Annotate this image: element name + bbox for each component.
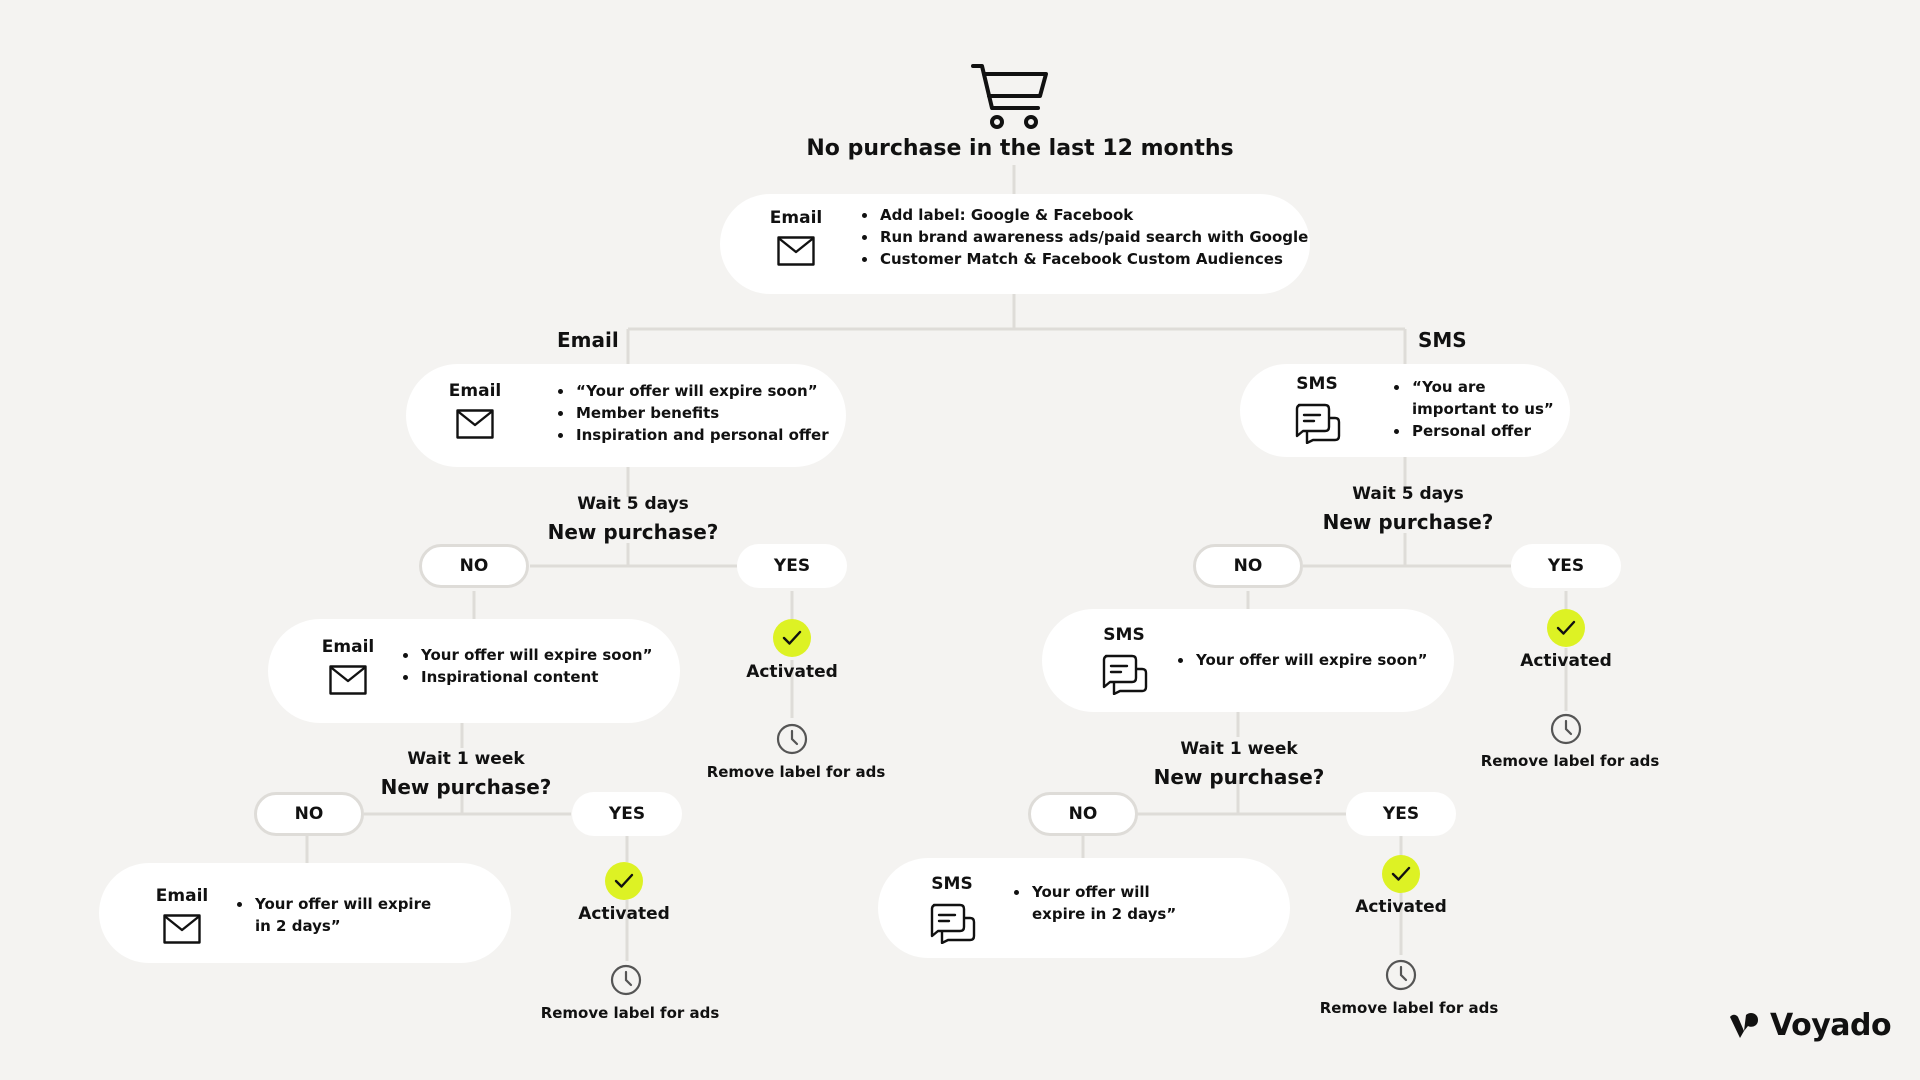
decision-question: Wait 5 days New purchase? — [1278, 484, 1538, 534]
bullet-list: Add label: Google & Facebook Run brand a… — [860, 204, 1308, 270]
clock-icon — [1550, 713, 1582, 745]
activated-label: Activated — [578, 904, 670, 924]
no-pill: NO — [254, 792, 364, 836]
bullet-list: Your offer will expire soon” Inspiration… — [401, 644, 652, 688]
bullet-item: “You are important to us” — [1410, 376, 1570, 420]
email-step2-card: Email Your offer will expire soon” Inspi… — [268, 619, 680, 723]
voyado-logo-icon — [1730, 1012, 1758, 1038]
chat-bubbles-icon — [1102, 654, 1148, 695]
wait-label: Wait 1 week — [1180, 739, 1298, 759]
bullet-item: Personal offer — [1410, 420, 1570, 442]
bullet-item: Run brand awareness ads/paid search with… — [878, 226, 1308, 248]
bullet-list: Your offer will expire in 2 days” — [1012, 881, 1190, 925]
chat-bubbles-icon — [1295, 403, 1341, 444]
channel-label: SMS — [1103, 625, 1145, 645]
check-icon — [1547, 609, 1585, 647]
decision-question: Wait 5 days New purchase? — [503, 494, 763, 544]
bullet-item: Inspiration and personal offer — [574, 424, 829, 446]
envelope-icon — [329, 665, 367, 695]
question-label: New purchase? — [1153, 765, 1325, 789]
check-icon — [773, 619, 811, 657]
brand-name: Voyado — [1770, 1008, 1892, 1043]
activated-label: Activated — [1355, 897, 1447, 917]
sms-step1-card: SMS “You are important to us” Personal o… — [1240, 364, 1570, 457]
check-icon — [1382, 855, 1420, 893]
page-title: No purchase in the last 12 months — [806, 136, 1234, 161]
yes-pill: YES — [1511, 544, 1621, 588]
check-icon — [605, 862, 643, 900]
voyado-logo: Voyado — [1728, 1008, 1892, 1043]
bullet-item: “Your offer will expire soon” — [574, 380, 829, 402]
branch-label-sms: SMS — [1418, 328, 1467, 352]
bullet-list: “You are important to us” Personal offer — [1392, 376, 1570, 442]
email-step3-card: Email Your offer will expire in 2 days” — [99, 863, 511, 963]
channel-label: SMS — [1296, 374, 1338, 394]
bullet-item: Customer Match & Facebook Custom Audienc… — [878, 248, 1308, 270]
channel-label: Email — [321, 637, 375, 657]
yes-pill: YES — [1346, 792, 1456, 836]
remove-label-text: Remove label for ads — [1480, 752, 1660, 770]
channel-label: Email — [769, 208, 823, 228]
bullet-item: Member benefits — [574, 402, 829, 424]
remove-label-text: Remove label for ads — [706, 763, 886, 781]
clock-icon — [610, 964, 642, 996]
envelope-icon — [456, 409, 494, 439]
activated-label: Activated — [746, 662, 838, 682]
wait-label: Wait 5 days — [577, 494, 689, 514]
activated-label: Activated — [1520, 651, 1612, 671]
channel-label: SMS — [931, 874, 973, 894]
question-label: New purchase? — [380, 775, 552, 799]
top-email-card: Email Add label: Google & Facebook Run b… — [720, 194, 1310, 294]
decision-question: Wait 1 week New purchase? — [1109, 739, 1369, 789]
channel-label: Email — [155, 886, 209, 906]
question-label: New purchase? — [1322, 510, 1494, 534]
wait-label: Wait 1 week — [407, 749, 525, 769]
clock-icon — [1385, 959, 1417, 991]
remove-label-text: Remove label for ads — [540, 1004, 720, 1022]
bullet-item: Your offer will expire in 2 days” — [1030, 881, 1190, 925]
decision-question: Wait 1 week New purchase? — [336, 749, 596, 799]
bullet-list: Your offer will expire in 2 days” — [235, 893, 433, 937]
bullet-item: Inspirational content — [419, 666, 652, 688]
yes-pill: YES — [737, 544, 847, 588]
question-label: New purchase? — [547, 520, 719, 544]
no-pill: NO — [1028, 792, 1138, 836]
no-pill: NO — [1193, 544, 1303, 588]
email-step1-card: Email “Your offer will expire soon” Memb… — [406, 364, 846, 467]
branch-label-email: Email — [557, 328, 619, 352]
channel-label: Email — [448, 381, 502, 401]
bullet-item: Your offer will expire in 2 days” — [253, 893, 433, 937]
sms-step3-card: SMS Your offer will expire in 2 days” — [878, 858, 1290, 958]
no-pill: NO — [419, 544, 529, 588]
envelope-icon — [163, 914, 201, 944]
envelope-icon — [777, 236, 815, 266]
chat-bubbles-icon — [930, 903, 976, 944]
bullet-item: Add label: Google & Facebook — [878, 204, 1308, 226]
remove-label-text: Remove label for ads — [1319, 999, 1499, 1017]
bullet-list: Your offer will expire soon” — [1176, 649, 1427, 671]
wait-label: Wait 5 days — [1352, 484, 1464, 504]
yes-pill: YES — [572, 792, 682, 836]
bullet-item: Your offer will expire soon” — [1194, 649, 1427, 671]
bullet-list: “Your offer will expire soon” Member ben… — [556, 380, 829, 446]
clock-icon — [776, 723, 808, 755]
sms-step2-card: SMS Your offer will expire soon” — [1042, 609, 1454, 712]
cart-icon — [971, 64, 1048, 129]
bullet-item: Your offer will expire soon” — [419, 644, 652, 666]
